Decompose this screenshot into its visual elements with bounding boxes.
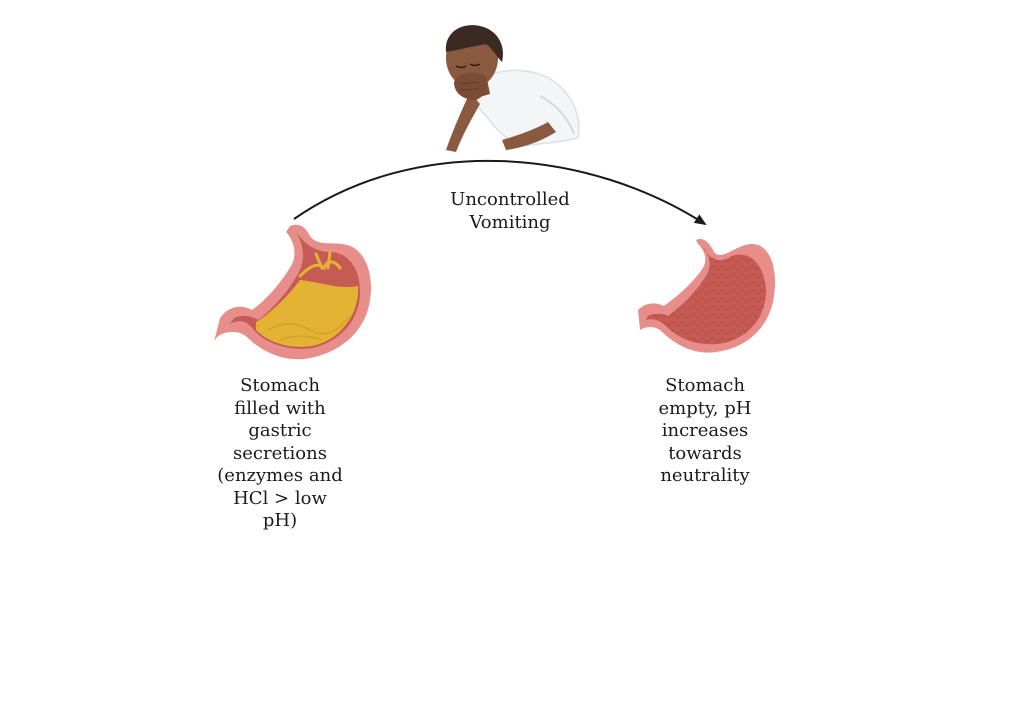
arrow-label: Uncontrolled Vomiting: [450, 189, 570, 233]
full-stomach-illustration: [214, 224, 372, 360]
person-hair: [445, 25, 504, 63]
person-hand: [454, 72, 488, 100]
empty-stomach-illustration: [638, 238, 776, 353]
full-stomach-caption: Stomach filled with gastric secretions (…: [217, 375, 343, 531]
transition-arrow: [293, 159, 707, 226]
gastric-secretion-fill: [256, 280, 359, 347]
person-arm: [446, 92, 480, 152]
empty-stomach-caption: Stomach empty, pH increases towards neut…: [658, 375, 752, 486]
vomiting-person-illustration: [445, 25, 580, 152]
